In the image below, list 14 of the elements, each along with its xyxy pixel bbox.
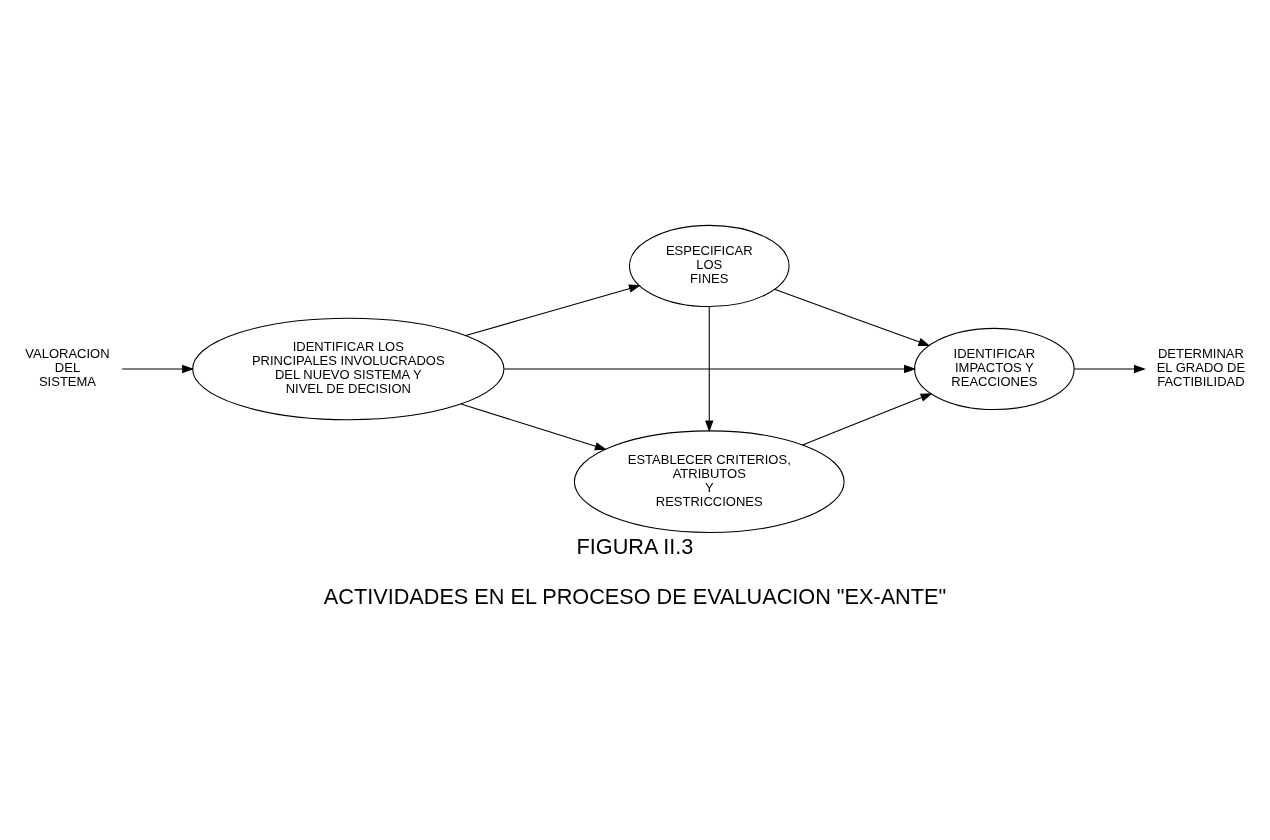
diagram-title: FIGURA II.3 — [576, 533, 694, 559]
node-text: VALORACION DEL SISTEMA — [25, 346, 110, 390]
node-ellipse: ESTABLECER CRITERIOS, ATRIBUTOS Y RESTRICCIONES — [573, 430, 845, 533]
caption: ACTIVIDADES EN EL PROCESO DE EVALUACION "EX-ANTE" — [323, 583, 947, 609]
arrow — [774, 288, 931, 347]
node-ellipse: IDENTIFICAR LOS PRINCIPALES INVOLUCRADOS DEL NUEVO SISTEMA Y NIVEL DE DECISION — [192, 317, 505, 421]
arrow — [465, 284, 641, 337]
node-text: DETERMINAR EL GRADO DE FACTIBILIDAD — [1156, 346, 1246, 390]
arrow — [705, 306, 714, 433]
arrow — [1073, 364, 1146, 374]
arrow — [460, 403, 607, 451]
arrow — [121, 364, 195, 374]
arrow — [802, 393, 933, 446]
arrow — [503, 364, 917, 374]
